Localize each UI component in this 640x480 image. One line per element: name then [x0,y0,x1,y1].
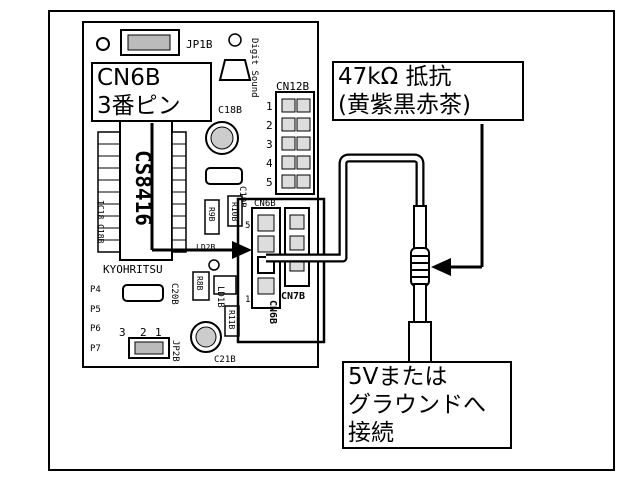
c18b-trimmer: C18B [205,105,242,155]
ld1b-led: LD1B [208,259,237,308]
ground-callout-line3: 接続 [348,420,394,446]
c18b-label: C18B [218,105,242,116]
cn12-pin-3: 3 [266,138,273,151]
r11b-resistor: R11B [224,305,240,337]
resistor-callout-line2: (黄紫黒赤茶) [338,92,471,118]
cn6-pin-1: 1 [245,295,250,305]
cn12-pin-5: 5 [266,176,273,189]
digit-sound-label: Digit Sound [249,38,259,98]
cn6b-label: CN6B [267,300,278,324]
via [228,33,242,47]
cn12-pin-2: 2 [266,119,273,132]
r11b-label: R11B [227,310,236,329]
p7-label: P7 [90,344,101,354]
ld1b-label: LD1B [215,286,225,308]
p5-label: P5 [90,305,101,315]
p4-label: P4 [90,285,101,295]
maker-label: KYOHRITSU [103,263,163,276]
r9b-label: R9B [207,207,216,222]
cn12b-label: CN12B [276,80,309,93]
r10b-label: R10B [230,202,239,221]
resistor-47k [408,205,432,367]
cn6b-callout-line1: CN6B [97,65,161,91]
pin1-label: 1 [155,326,162,339]
ic-side-label: IC18 C18B [96,200,105,244]
resistor-arrowhead [431,258,451,276]
c21b-label: C21B [214,355,236,365]
c21b-trimmer: C21B [190,321,236,365]
connector-highlight [236,197,326,344]
r10b-resistor: R10B [227,195,243,227]
jp1b-jumper: JP1B [96,29,213,56]
pin2-label: 2 [140,326,147,339]
cn12-pin-4: 4 [266,157,273,170]
ground-callout: 5Vまたは グラウンドへ 接続 [342,361,512,449]
resistor-callout-line1: 47kΩ 抵抗 [338,64,452,90]
cn12-pin-1: 1 [266,100,273,113]
cn6b-arrowhead [232,241,252,259]
c19b-capacitor [205,167,243,185]
cn12b-header: CN12B 1 2 3 4 5 [266,80,315,195]
r8b-label: R8B [195,276,204,291]
cn6b-callout: CN6B 3番ピン [91,62,212,122]
wire [266,155,423,261]
c20b-label: C20B [169,283,179,305]
resistor-callout: 47kΩ 抵抗 (黄紫黒赤茶) [332,61,524,121]
cn6b-top-label: CN6B [254,199,276,209]
cn7b-label: CN7B [281,291,305,302]
ground-callout-line1: 5Vまたは [348,364,448,390]
jp1b-label: JP1B [186,38,213,51]
r9b-resistor: R9B [204,199,220,235]
p6-label: P6 [90,324,101,334]
jp2b-label: JP2B [170,340,180,362]
cn7b-connector: CN7B [281,207,310,302]
ground-callout-line2: グラウンドへ [348,392,486,418]
cs8416-ic: CS8416 IC18 C18B [96,119,187,261]
ld2b-label: LD2B [196,243,215,252]
pin3-label: 3 [119,326,126,339]
r8b-resistor: R8B [192,271,210,301]
cn6-pin-5: 5 [245,221,250,231]
outer-frame [48,10,615,471]
c20b-capacitor: C20B [122,283,179,305]
speaker-icon [218,59,252,81]
cn6b-callout-line2: 3番ピン [97,93,181,119]
jp2b-jumper: 3 2 1 JP2B [119,326,180,362]
